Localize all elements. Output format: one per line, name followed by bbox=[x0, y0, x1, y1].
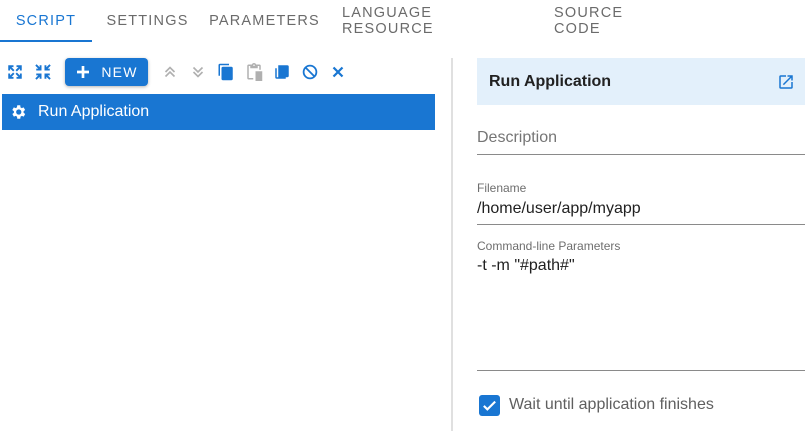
tab-label: SETTINGS bbox=[106, 13, 189, 29]
tab-label: SCRIPT bbox=[15, 13, 77, 29]
tab-language-resource[interactable]: LANGUAGE RESOURCE bbox=[326, 0, 538, 42]
gear-icon bbox=[9, 103, 27, 121]
detail-title: Run Application bbox=[489, 72, 612, 90]
script-toolbar: NEW bbox=[0, 58, 440, 86]
expand-all-icon[interactable] bbox=[5, 62, 25, 82]
description-placeholder: Description bbox=[477, 129, 558, 146]
plus-icon bbox=[77, 66, 90, 78]
collapse-all-icon[interactable] bbox=[33, 62, 53, 82]
tab-label: SOURCE CODE bbox=[554, 5, 624, 37]
delete-icon[interactable] bbox=[328, 62, 348, 82]
move-down-icon[interactable] bbox=[188, 62, 208, 82]
tab-parameters[interactable]: PARAMETERS bbox=[203, 0, 326, 42]
filename-field[interactable]: Filename /home/user/app/myapp bbox=[477, 181, 805, 225]
move-up-icon[interactable] bbox=[160, 62, 180, 82]
disable-icon[interactable] bbox=[300, 62, 320, 82]
command-line-parameters-field[interactable]: Command-line Parameters -t -m "#path#" bbox=[477, 239, 805, 371]
panel-divider[interactable] bbox=[451, 58, 453, 431]
command-line-parameters-value: -t -m "#path#" bbox=[477, 257, 575, 274]
paste-icon[interactable] bbox=[244, 62, 264, 82]
tab-settings[interactable]: SETTINGS bbox=[92, 0, 203, 42]
wait-checkbox-row[interactable]: Wait until application finishes bbox=[479, 394, 714, 416]
tab-label: PARAMETERS bbox=[209, 13, 320, 29]
command-line-parameters-label: Command-line Parameters bbox=[477, 239, 621, 253]
filename-label: Filename bbox=[477, 181, 527, 195]
wait-checkbox[interactable] bbox=[479, 394, 500, 416]
tab-bar: SCRIPT SETTINGS PARAMETERS LANGUAGE RESO… bbox=[0, 0, 811, 42]
tab-label: LANGUAGE RESOURCE bbox=[342, 5, 434, 37]
tree-item-label: Run Application bbox=[38, 103, 150, 120]
detail-header: Run Application bbox=[477, 58, 805, 105]
filename-value: /home/user/app/myapp bbox=[477, 200, 641, 217]
tree-item-run-application[interactable]: Run Application bbox=[2, 94, 435, 130]
new-button-label: NEW bbox=[101, 64, 138, 80]
description-field[interactable]: Description bbox=[477, 126, 805, 155]
open-external-icon[interactable] bbox=[777, 73, 795, 91]
wait-checkbox-label: Wait until application finishes bbox=[509, 396, 714, 413]
tab-script[interactable]: SCRIPT bbox=[0, 0, 92, 42]
tab-source-code[interactable]: SOURCE CODE bbox=[538, 0, 656, 42]
copy-icon[interactable] bbox=[216, 62, 236, 82]
check-icon bbox=[483, 400, 496, 411]
new-button[interactable]: NEW bbox=[65, 58, 148, 86]
duplicate-icon[interactable] bbox=[272, 62, 292, 82]
